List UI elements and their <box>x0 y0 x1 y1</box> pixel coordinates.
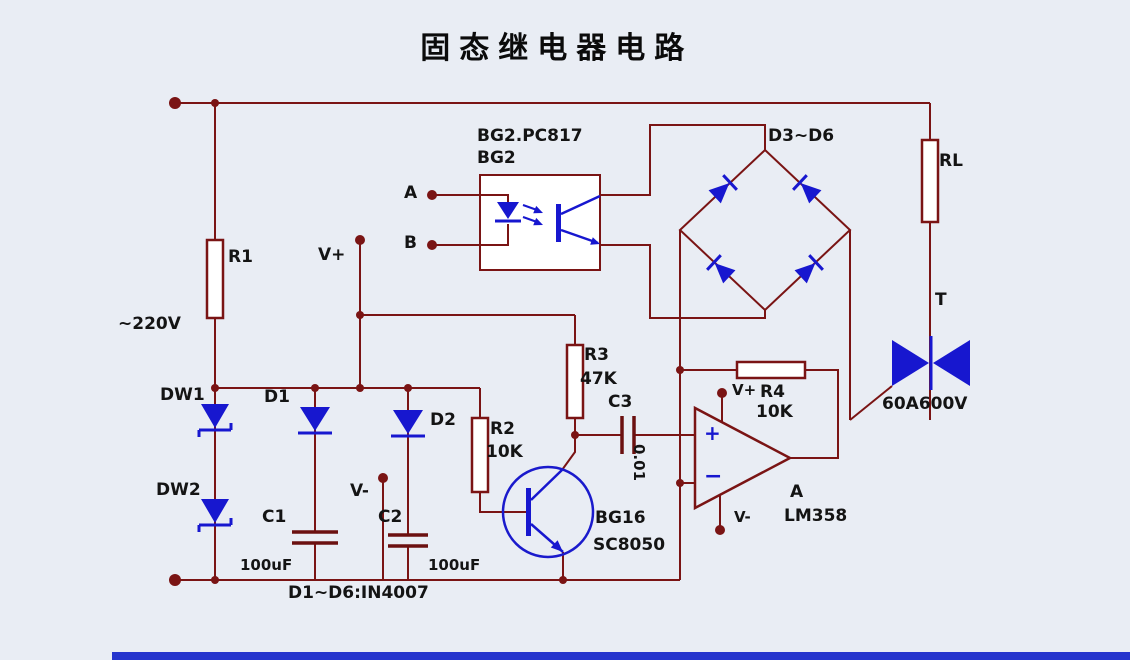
optocoupler-part-label: BG2.PC817 <box>477 126 583 146</box>
capacitor-c2-icon <box>388 533 428 548</box>
triac-gate-wire <box>849 385 893 421</box>
bridge-diode-icon <box>706 254 736 284</box>
opamp-name-label: A <box>790 482 804 502</box>
opamp-triangle <box>693 405 793 511</box>
r3-bottom-collector-wire <box>561 418 576 471</box>
r4-label: R4 <box>760 382 785 402</box>
transistor-icon <box>501 465 595 559</box>
capacitor-c3-icon <box>620 416 636 454</box>
transistor-model-label: SC8050 <box>593 535 666 555</box>
c3-label: C3 <box>608 392 633 412</box>
r4-value-label: 10K <box>756 402 793 422</box>
rl-label: RL <box>939 151 963 171</box>
vplus-terminal-label: V+ <box>318 245 346 265</box>
bridge-diode-icon <box>708 174 738 204</box>
opamp-model-label: LM358 <box>784 506 848 526</box>
resistor-r2 <box>470 416 490 494</box>
c2-label: C2 <box>378 507 403 527</box>
r3-value-label: 47K <box>580 369 617 389</box>
c3-value-label: 0.01 <box>630 444 648 482</box>
page-title: 固态继电器电路 <box>420 31 694 66</box>
opamp-vminus-label: V- <box>734 508 751 526</box>
opto-phototransistor-icon <box>556 194 601 245</box>
capacitor-c1-icon <box>292 530 338 545</box>
opto-collector-wire <box>600 124 766 196</box>
diode-d2-icon <box>391 410 425 438</box>
d2-label: D2 <box>430 410 456 430</box>
r2-value-label: 10K <box>486 442 523 462</box>
r4-feedback-wire <box>790 369 839 459</box>
optocoupler-name-label: BG2 <box>477 148 516 168</box>
transistor-name-label: BG16 <box>595 508 646 528</box>
resistor-rl <box>920 138 940 224</box>
input-a-label: A <box>404 183 418 203</box>
triac-name-label: T <box>935 290 947 310</box>
r2-label: R2 <box>490 419 515 439</box>
d1-label: D1 <box>264 387 290 407</box>
opto-light-arrows-icon <box>522 204 543 226</box>
resistor-r4 <box>735 360 807 380</box>
vminus-terminal-label: V- <box>350 481 369 501</box>
junction-dots <box>169 97 727 586</box>
diodes-note-label: D1~D6:IN4007 <box>288 583 429 603</box>
zener-dw2-icon <box>197 499 233 532</box>
opamp-plus-sign: + <box>704 421 721 445</box>
wires <box>175 102 931 581</box>
resistor-r3 <box>565 343 585 420</box>
input-b-label: B <box>404 233 417 253</box>
opamp-minus-sign: − <box>704 464 723 489</box>
bottom-blue-bar <box>112 652 1130 660</box>
c2-value-label: 100uF <box>428 556 481 574</box>
zener-dw1-icon <box>197 404 233 437</box>
bridge-label: D3~D6 <box>768 126 835 146</box>
resistor-r1 <box>205 238 225 320</box>
r3-label: R3 <box>584 345 609 365</box>
triac-icon <box>892 336 970 390</box>
c1-label: C1 <box>262 507 287 527</box>
triac-value-label: 60A600V <box>882 394 968 414</box>
c1-value-label: 100uF <box>240 556 293 574</box>
resistors <box>205 138 940 494</box>
dw1-label: DW1 <box>160 385 205 405</box>
mains-voltage-label: ~220V <box>118 314 181 334</box>
opamp-vplus-label: V+ <box>732 381 757 399</box>
r2-base-wire <box>479 492 526 513</box>
r1-label: R1 <box>228 247 253 267</box>
optocoupler-led-icon <box>480 194 521 246</box>
diode-d1-icon <box>298 407 332 435</box>
bridge-diamond <box>678 148 852 312</box>
bridge-diode-icon <box>794 254 824 284</box>
opto-emitter-wire <box>600 244 766 319</box>
capacitors <box>292 416 636 548</box>
bridge-diode-icon <box>792 174 822 204</box>
dw2-label: DW2 <box>156 480 201 500</box>
